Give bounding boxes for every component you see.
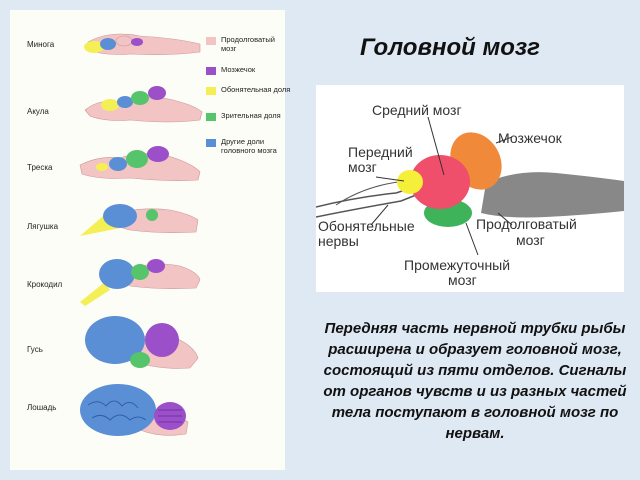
label-forebrain-line2: мозг [348, 159, 377, 175]
lamprey-brain [84, 33, 201, 55]
species-label-horse: Лошадь [27, 403, 57, 412]
species-label-lamprey: Минога [27, 40, 55, 49]
midbrain-shape [410, 155, 470, 209]
legend-label-olfactory: Обонятельная доля [221, 85, 291, 94]
horse-brain [80, 384, 189, 436]
legend-swatch-optic [206, 113, 216, 121]
legend-label-medulla: Продолговатый мозг [221, 35, 275, 53]
label-diencephalon-line2: мозг [448, 272, 477, 288]
medulla-shape [481, 172, 624, 218]
species-label-shark: Акула [27, 107, 49, 116]
page-title: Головной мозг [360, 34, 540, 61]
label-medulla-line1: Продолговатый [476, 216, 577, 232]
label-diencephalon-line1: Промежуточный [404, 257, 511, 273]
caption-text: Передняя часть нервной трубки рыбы расши… [323, 320, 627, 442]
label-olfactory-line1: Обонятельные [318, 218, 415, 234]
species-label-goose: Гусь [27, 345, 43, 354]
shark-brain [84, 86, 203, 123]
legend-swatch-other-lobes [206, 139, 216, 147]
forebrain-shape [397, 170, 423, 194]
legend-swatch-medulla [206, 37, 216, 45]
cod-brain [79, 146, 201, 181]
species-label-crocodile: Крокодил [27, 280, 63, 289]
species-label-cod: Треска [27, 163, 53, 172]
legend-swatch-olfactory [206, 87, 216, 95]
fish-brain-illustration [315, 116, 624, 256]
fish-brain-diagram: Средний мозг Передний мозг Мозжечок Обон… [315, 85, 624, 292]
species-label-frog: Лягушка [27, 222, 59, 231]
comparative-brains-illustration [79, 33, 203, 436]
crocodile-brain [80, 259, 201, 306]
frog-brain [80, 204, 199, 236]
label-midbrain: Средний мозг [372, 102, 462, 118]
label-medulla-line2: мозг [516, 232, 545, 248]
label-cerebellum: Мозжечок [498, 130, 562, 146]
goose-brain [85, 316, 199, 369]
legend-label-cerebellum: Мозжечок [221, 65, 256, 74]
comparative-brains-panel: Минога Акула Треска Лягушка Крокодил Гус… [10, 10, 290, 470]
legend-label-optic: Зрительная доля [221, 111, 281, 120]
label-olfactory-line2: нервы [318, 233, 359, 249]
label-forebrain-line1: Передний [348, 144, 413, 160]
legend-swatch-cerebellum [206, 67, 216, 75]
legend-label-other-lobes: Другие доли головного мозга [221, 137, 277, 155]
